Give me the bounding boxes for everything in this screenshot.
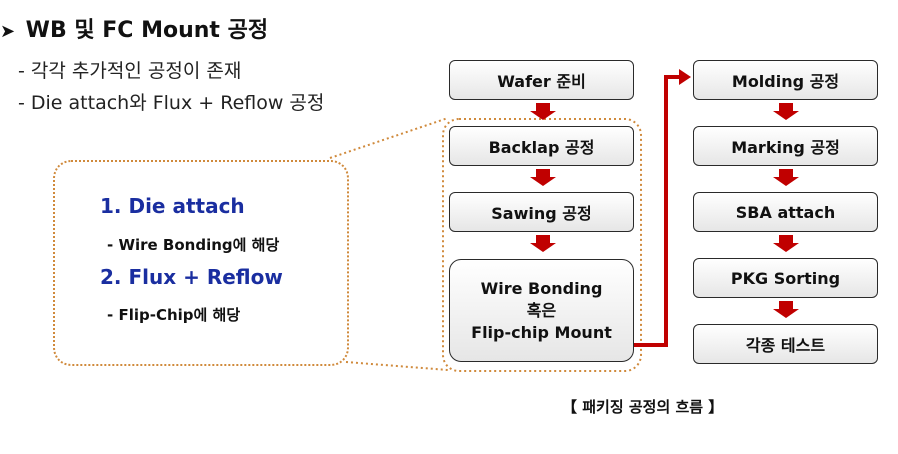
flow-box-backlap: Backlap 공정 [449, 126, 634, 166]
down-arrow-icon [530, 169, 556, 186]
callout-item1-title: 1. Die attach [100, 194, 245, 218]
down-arrow-icon [530, 235, 556, 252]
bonding-line-2: 혹은 [526, 300, 557, 320]
callout-item2-sub: - Flip-Chip에 해당 [107, 306, 241, 324]
down-arrow-icon [773, 103, 799, 120]
flow-box-wafer: Wafer 준비 [449, 60, 634, 100]
callout-box: 1. Die attach - Wire Bonding에 해당 2. Flux… [53, 160, 349, 366]
flow-box-tests: 각종 테스트 [693, 324, 878, 364]
down-arrow-icon [773, 235, 799, 252]
slide-title: ➤ WB 및 FC Mount 공정 [0, 12, 268, 44]
callout-item1-sub: - Wire Bonding에 해당 [107, 236, 280, 254]
right-arrow-icon [679, 69, 691, 85]
bonding-line-3: Flip-chip Mount [471, 322, 612, 342]
connector-line-bottom [345, 361, 449, 371]
bullet-line-1: - 각각 추가적인 공정이 존재 [18, 60, 242, 82]
bonding-line-1: Wire Bonding [480, 278, 603, 298]
connector-arrow-line [634, 75, 680, 347]
flow-box-pkg-sorting: PKG Sorting [693, 258, 878, 298]
down-arrow-icon [773, 301, 799, 318]
callout-item2-title: 2. Flux + Reflow [100, 265, 283, 289]
bullet-line-2: - Die attach와 Flux + Reflow 공정 [18, 92, 325, 114]
diagram-caption: 【 패키징 공정의 흐름 】 [562, 398, 724, 416]
down-arrow-icon [530, 103, 556, 120]
arrow-bullet-icon: ➤ [0, 21, 16, 42]
flow-box-sawing: Sawing 공정 [449, 192, 634, 232]
slide-title-text: WB 및 FC Mount 공정 [25, 18, 269, 43]
flow-box-marking: Marking 공정 [693, 126, 878, 166]
flow-box-sba: SBA attach [693, 192, 878, 232]
flow-highlight-frame [442, 118, 642, 372]
flow-box-bonding: Wire Bonding 혹은 Flip-chip Mount [449, 259, 634, 362]
down-arrow-icon [773, 169, 799, 186]
connector-line-top [329, 117, 449, 159]
flow-box-molding: Molding 공정 [693, 60, 878, 100]
